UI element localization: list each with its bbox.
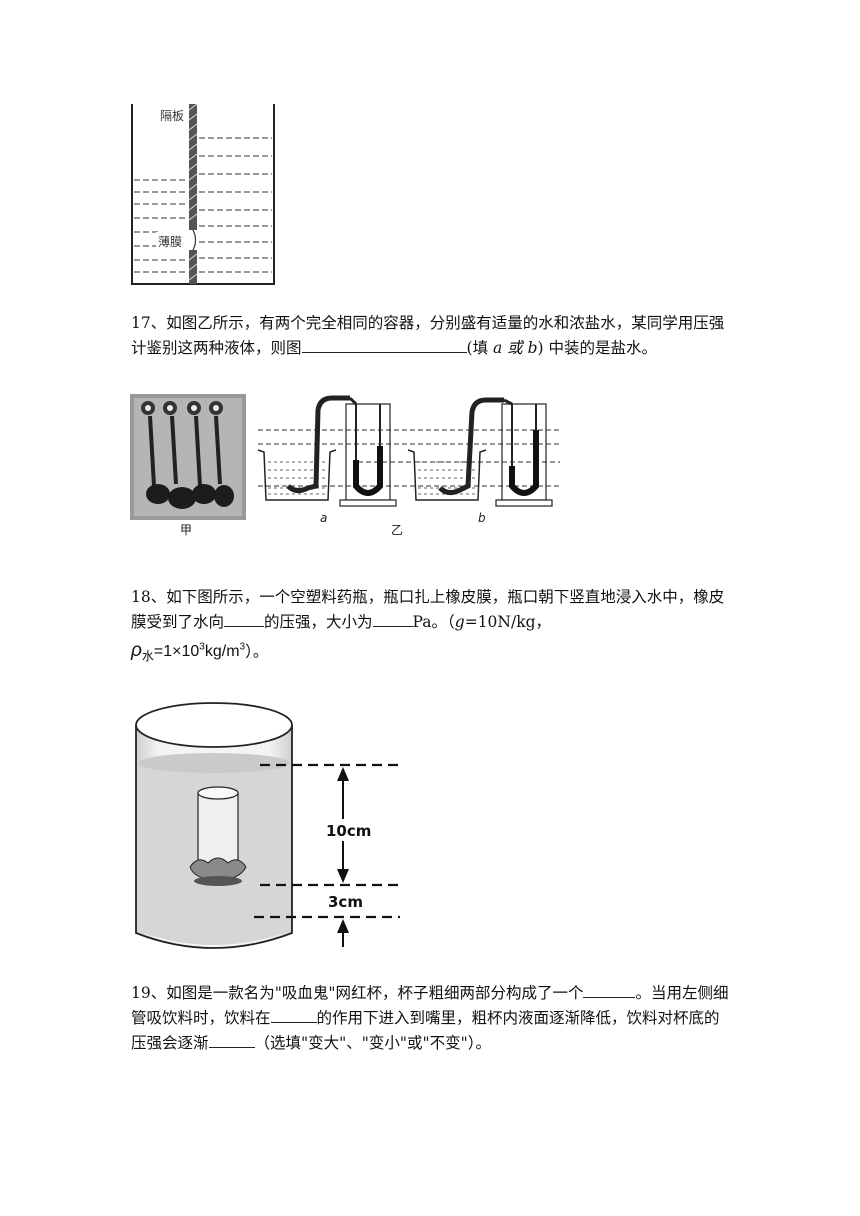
figure-17: 甲 a 乙 [128,390,568,540]
rho-unit: kg/m [204,643,240,661]
q17-text-3: ) 中装的是盐水。 [537,339,658,357]
q19-text-3: 的作用下进入到嘴里，粗杯内液面逐渐降低，饮料对杯底的压强会逐渐 [131,1009,720,1052]
partition-label: 隔板 [160,109,184,123]
q18-text-3: Pa。（ [412,613,455,631]
q18-pressure-blank[interactable] [372,612,413,627]
q19-blank-1[interactable] [583,983,636,998]
question-19: 19、如图是一款名为"吸血鬼"网红杯，杯子粗细两部分构成了一个。当用左侧细管吸饮… [131,981,731,1056]
label-a: a [320,511,327,525]
q17-var-b: b [527,339,538,357]
q18-text-4: =10N/kg， [464,613,552,631]
rho-exponent: 3 [199,642,205,653]
q17-or: 或 [502,339,528,357]
q18-text-end: ）。 [245,642,269,661]
q17-text-2: (填 [466,339,493,357]
label-yi: 乙 [391,523,403,537]
label-jia: 甲 [180,523,192,537]
dim-3cm: 3cm [328,893,363,911]
q18-g: g [454,613,465,631]
rho-symbol: ρ [131,640,142,662]
partition-diagram: 隔板 薄膜 [131,103,275,285]
q18-density-formula: ρ水=1×103kg/m3 [131,640,246,663]
q18-direction-blank[interactable] [224,612,265,627]
q19-blank-3[interactable] [208,1033,255,1048]
q17-answer-blank[interactable] [301,338,467,353]
q17-var-a: a [493,339,503,357]
q18-text-1: 18、如下图所示，一个空塑料药瓶，瓶口扎上橡皮膜，瓶口朝下竖直地浸入水中，橡皮膜… [131,588,725,631]
pressure-gauge-diagram: 甲 a 乙 [130,394,560,537]
question-18: 18、如下图所示，一个空塑料药瓶，瓶口扎上橡皮膜，瓶口朝下竖直地浸入水中，橡皮膜… [131,585,731,670]
partition-figure: 隔板 薄膜 [128,100,280,290]
rho-unit-exponent: 3 [239,642,246,653]
dim-10cm: 10cm [326,822,371,840]
q17-text-1: 17、如图乙所示，有两个完全相同的容器，分别盛有适量的水和浓盐水，某同学用压强计… [131,314,725,357]
q19-text-2: 。当用左侧细管吸饮料时，饮料在 [131,984,729,1027]
question-17: 17、如图乙所示，有两个完全相同的容器，分别盛有适量的水和浓盐水，某同学用压强计… [131,311,731,361]
q19-text-1: 19、如图是一款名为"吸血鬼"网红杯，杯子粗细两部分构成了一个 [131,984,584,1002]
membrane-label: 薄膜 [158,234,182,249]
q19-blank-2[interactable] [270,1008,317,1023]
rho-subscript: 水 [141,649,154,664]
bottle-in-water-diagram: 10cm 3cm [135,702,400,949]
figure-18: 10cm 3cm [128,695,418,957]
rho-value: =1×10 [153,643,200,661]
q19-text-4: （选填"变大"、"变小"或"不变"）。 [254,1034,492,1052]
label-b: b [478,511,486,525]
q18-text-2: 的压强，大小为 [264,613,373,631]
